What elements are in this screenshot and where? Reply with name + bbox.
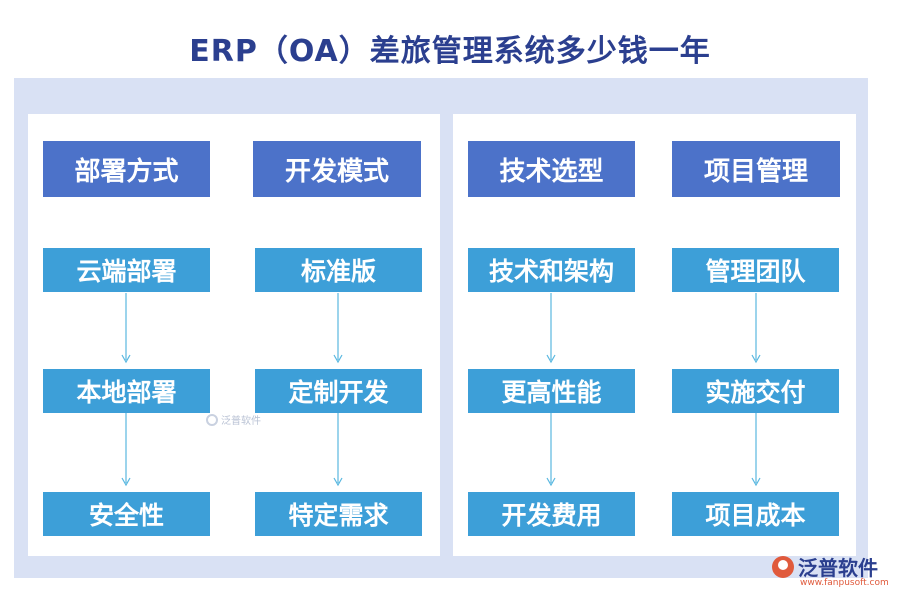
column-4-item-2: 实施交付: [672, 369, 839, 413]
column-1-item-3: 安全性: [43, 492, 210, 536]
column-2-item-2: 定制开发: [255, 369, 422, 413]
column-1-header: 部署方式: [43, 141, 210, 197]
brand-logo-text: 泛普软件: [798, 556, 878, 580]
center-watermark: 泛普软件: [206, 412, 261, 427]
brand-logo: 泛普软件: [772, 552, 878, 581]
column-3-item-3: 开发费用: [468, 492, 635, 536]
column-4-item-3: 项目成本: [672, 492, 839, 536]
column-4-header: 项目管理: [672, 141, 840, 197]
column-3-item-1: 技术和架构: [468, 248, 635, 292]
column-4-item-1: 管理团队: [672, 248, 839, 292]
column-1-item-1: 云端部署: [43, 248, 210, 292]
column-3-item-2: 更高性能: [468, 369, 635, 413]
column-1-item-2: 本地部署: [43, 369, 210, 413]
column-2-item-1: 标准版: [255, 248, 422, 292]
page-title: ERP（OA）差旅管理系统多少钱一年: [189, 34, 711, 69]
brand-logo-icon: [772, 555, 794, 578]
brand-url: www.fanpusoft.com: [800, 578, 889, 588]
column-2-header: 开发模式: [253, 141, 421, 197]
column-3-header: 技术选型: [468, 141, 635, 197]
column-2-item-3: 特定需求: [255, 492, 422, 536]
center-watermark-text: 泛普软件: [221, 416, 261, 427]
watermark-logo-icon: [206, 413, 218, 426]
